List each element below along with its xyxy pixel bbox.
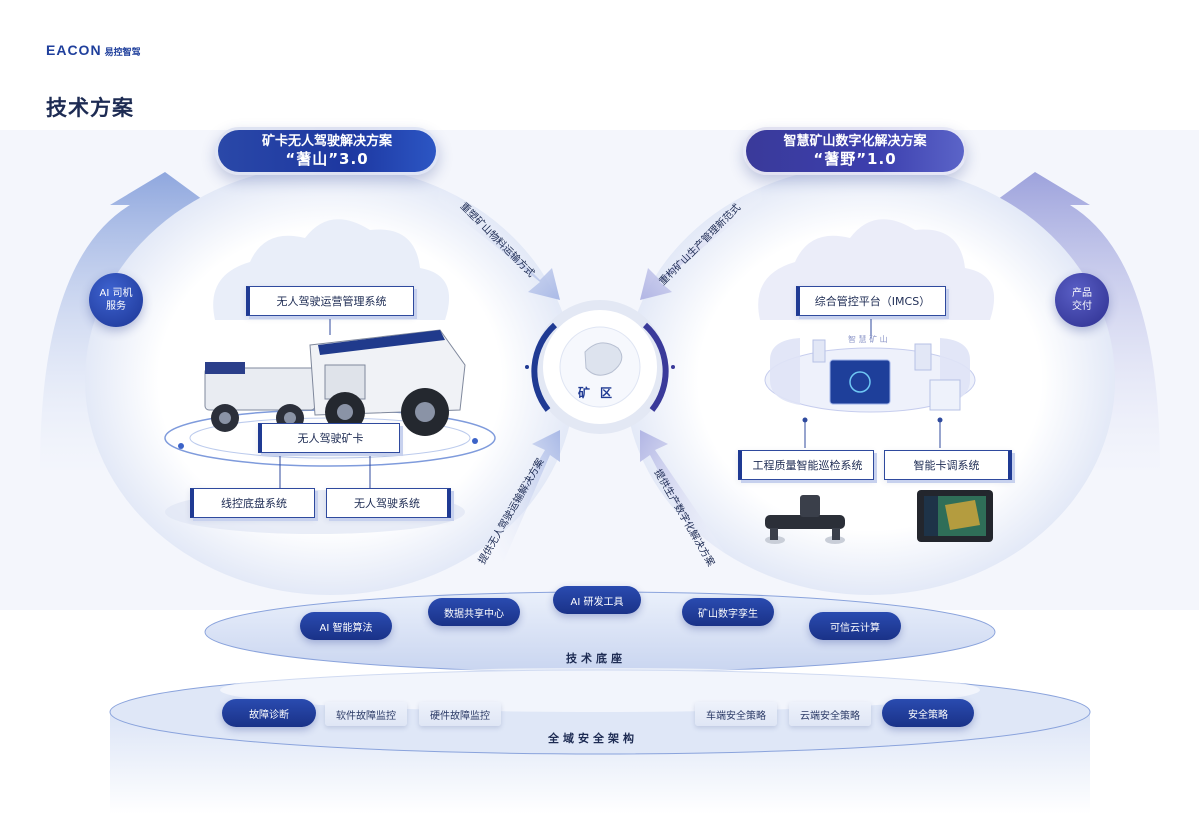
ai-driver-badge: AI 司机 服务 bbox=[89, 273, 143, 327]
dispatch-tablet-image bbox=[917, 490, 993, 542]
quality-inspection-system: 工程质量智能巡检系统 bbox=[738, 450, 874, 480]
security-pill-hardware-monitor: 硬件故障监控 bbox=[419, 702, 501, 726]
right-solution-banner: 智慧矿山数字化解决方案 “蓍野”1.0 bbox=[743, 127, 967, 175]
smart-mine-caption: 智 慧 矿 山 bbox=[848, 335, 888, 344]
tech-pill-ai-dev-tools: AI 研发工具 bbox=[553, 586, 641, 614]
product-delivery-badge-line1: 产品 bbox=[1072, 288, 1092, 299]
left-solution-title: 矿卡无人驾驶解决方案 bbox=[261, 134, 392, 149]
autonomous-truck: 无人驾驶矿卡 bbox=[258, 423, 400, 453]
wire-control-chassis-system: 线控底盘系统 bbox=[190, 488, 315, 518]
mine-area-label: 矿区 bbox=[578, 386, 623, 400]
tech-pill-digital-twin: 矿山数字孪生 bbox=[682, 598, 774, 626]
tech-pill-trusted-cloud: 可信云计算 bbox=[809, 612, 901, 640]
product-delivery-badge: 产品 交付 bbox=[1055, 273, 1109, 327]
autonomous-truck-label: 无人驾驶矿卡 bbox=[297, 432, 364, 445]
security-pill-vehicle-strategy: 车端安全策略 bbox=[695, 702, 777, 726]
imcs-platform-label: 综合管控平台（IMCS） bbox=[814, 295, 931, 308]
tech-pill-ai-algorithm: AI 智能算法 bbox=[300, 612, 392, 640]
left-solution-version: “蓍山”3.0 bbox=[285, 150, 369, 168]
brand-logo: EACON 易控智驾 bbox=[46, 42, 141, 58]
security-architecture-label: 全域安全架构 bbox=[548, 732, 638, 745]
quality-inspection-label: 工程质量智能巡检系统 bbox=[752, 459, 863, 472]
dashboard-screen bbox=[829, 359, 891, 405]
ops-management-system-label: 无人驾驶运营管理系统 bbox=[276, 295, 387, 308]
inspection-device-image bbox=[765, 495, 845, 544]
brand-logo-text: EACON bbox=[46, 42, 102, 58]
autodrive-system: 无人驾驶系统 bbox=[326, 488, 451, 518]
page-title: 技术方案 bbox=[46, 96, 134, 120]
ai-driver-badge-line2: 服务 bbox=[106, 301, 126, 312]
product-delivery-badge-line2: 交付 bbox=[1072, 301, 1092, 312]
security-pill-software-monitor: 软件故障监控 bbox=[325, 702, 407, 726]
tech-pill-data-sharing: 数据共享中心 bbox=[428, 598, 520, 626]
ai-driver-badge-line1: AI 司机 bbox=[99, 288, 133, 299]
mine-pit-icon bbox=[584, 342, 623, 376]
security-pill-security-strategy: 安全策略 bbox=[882, 699, 974, 727]
imcs-platform: 综合管控平台（IMCS） bbox=[796, 286, 946, 316]
autodrive-system-label: 无人驾驶系统 bbox=[354, 497, 420, 510]
tech-base-label: 技术底座 bbox=[566, 652, 626, 665]
mining-truck-illustration bbox=[204, 329, 466, 436]
brand-logo-cn: 易控智驾 bbox=[104, 47, 141, 57]
left-solution-banner: 矿卡无人驾驶解决方案 “蓍山”3.0 bbox=[215, 127, 439, 175]
ops-management-system: 无人驾驶运营管理系统 bbox=[246, 286, 414, 316]
smart-dispatch-label: 智能卡调系统 bbox=[913, 459, 980, 472]
right-solution-title: 智慧矿山数字化解决方案 bbox=[783, 134, 927, 149]
smart-dispatch-system: 智能卡调系统 bbox=[884, 450, 1012, 480]
wire-control-chassis-label: 线控底盘系统 bbox=[221, 497, 287, 510]
right-solution-version: “蓍野”1.0 bbox=[813, 150, 897, 168]
security-pill-cloud-strategy: 云端安全策略 bbox=[789, 702, 871, 726]
security-pill-fault-diagnosis: 故障诊断 bbox=[222, 699, 316, 727]
